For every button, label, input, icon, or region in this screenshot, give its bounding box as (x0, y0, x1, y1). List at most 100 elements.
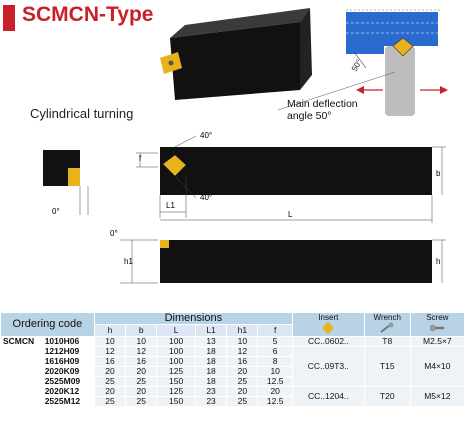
table-row: 2525M09 25 25 150 18 25 12.5 (0, 376, 465, 387)
header-ordering-code: Ordering code (0, 312, 95, 337)
cell-h: 25 (93, 376, 127, 387)
cell-screw: M5×12 (409, 386, 465, 407)
cell-f: 12.5 (257, 396, 293, 407)
cell-h1: 25 (226, 396, 259, 407)
code-cell: 1616H09 (41, 356, 95, 367)
cell-L: 100 (156, 356, 196, 367)
col-h1: h1 (226, 324, 259, 337)
header-dimensions: Dimensions (93, 312, 293, 325)
cell-h: 20 (93, 386, 127, 397)
svg-text:h1: h1 (124, 257, 133, 266)
cell-f: 12.5 (257, 376, 293, 387)
holder-side-view: h1 0° h (110, 229, 446, 284)
table-row: 1616H09 16 16 100 18 16 8 (0, 356, 465, 367)
cell-insert: CC..09T3.. (291, 346, 365, 387)
cell-wrench: T15 (363, 346, 411, 387)
table-row: 2525M12 25 25 150 23 25 12.5 (0, 396, 465, 407)
workpiece (346, 12, 438, 46)
header-wrench: Wrench (363, 312, 411, 337)
cell-L1: 18 (194, 376, 228, 387)
code-cell: 1010H06 (41, 336, 95, 347)
svg-text:L: L (288, 210, 293, 219)
cell-f: 6 (257, 346, 293, 357)
table-row: 2020K09 20 20 125 18 20 10 (0, 366, 465, 377)
cell-h1: 16 (226, 356, 259, 367)
cell-L: 125 (156, 386, 196, 397)
svg-text:0°: 0° (110, 229, 118, 238)
cell-insert: CC..0602.. (291, 336, 365, 347)
svg-text:40°: 40° (200, 193, 212, 202)
code-prefix: SCMCN (0, 336, 43, 347)
cell-L: 125 (156, 366, 196, 377)
code-cell: 1212H09 (41, 346, 95, 357)
code-cell: 2525M12 (41, 396, 95, 407)
table-row: 2020K12 20 20 125 23 20 20 CC..1204.. T2… (0, 386, 465, 407)
page-title: SCMCN-Type (22, 3, 154, 26)
col-f: f (257, 324, 293, 337)
svg-text:50°: 50° (350, 58, 364, 73)
cell-L: 150 (156, 396, 196, 407)
screw-label: Screw (426, 313, 449, 322)
cell-f: 20 (257, 386, 293, 397)
cell-b: 16 (125, 356, 158, 367)
code-cell: 2020K12 (41, 386, 95, 397)
svg-text:f: f (139, 154, 142, 163)
cell-h: 20 (93, 366, 127, 377)
holder-3d-view (160, 8, 312, 100)
cell-f: 10 (257, 366, 293, 377)
cell-h1: 20 (226, 386, 259, 397)
insert-label: Insert (318, 313, 339, 322)
deflection-line-1: Main deflection (287, 98, 358, 110)
col-L: L (156, 324, 196, 337)
table-row: SCMCN 1010H06 10 10 100 13 10 5 CC..0602… (0, 336, 465, 347)
cell-L: 100 (156, 346, 196, 357)
cell-b: 12 (125, 346, 158, 357)
col-h: h (93, 324, 127, 337)
svg-text:40°: 40° (200, 131, 212, 140)
title-accent-bar (3, 5, 15, 31)
cell-f: 5 (257, 336, 293, 347)
cell-L1: 23 (194, 386, 228, 397)
cell-L1: 13 (194, 336, 228, 347)
cell-b: 10 (125, 336, 158, 347)
workpiece-diagram: 50° (277, 9, 448, 116)
col-L1: L1 (194, 324, 228, 337)
cell-L1: 18 (194, 346, 228, 357)
cell-wrench: T20 (363, 386, 411, 407)
svg-text:0°: 0° (52, 207, 60, 216)
subtitle: Cylindrical turning (30, 106, 134, 121)
wrench-icon (380, 322, 394, 333)
cell-screw: M2.5×7 (409, 336, 465, 347)
svg-text:b: b (436, 169, 441, 178)
header-insert: Insert (291, 312, 365, 337)
code-cell: 2525M09 (41, 376, 95, 387)
cell-h1: 10 (226, 336, 259, 347)
cell-b: 20 (125, 366, 158, 377)
cell-L1: 18 (194, 356, 228, 367)
cell-h: 10 (93, 336, 127, 347)
cell-b: 20 (125, 386, 158, 397)
cell-h: 12 (93, 346, 127, 357)
wrench-label: Wrench (373, 313, 401, 322)
cell-L1: 23 (194, 396, 228, 407)
cell-wrench: T8 (363, 336, 411, 347)
cell-h: 25 (93, 396, 127, 407)
cell-insert: CC..1204.. (291, 386, 365, 407)
cell-h1: 12 (226, 346, 259, 357)
deflection-line-2: angle 50° (287, 110, 332, 122)
screw-icon (430, 325, 445, 331)
end-view: 0° (43, 150, 89, 216)
cell-f: 8 (257, 356, 293, 367)
cell-screw: M4×10 (409, 346, 465, 387)
insert-icon (322, 322, 335, 334)
cell-L: 100 (156, 336, 196, 347)
svg-text:h: h (436, 257, 440, 266)
cell-h: 16 (93, 356, 127, 367)
tool-drawings: 50° 0° 40° 40° f L1 L b (43, 8, 448, 284)
cell-h1: 25 (226, 376, 259, 387)
svg-text:L1: L1 (166, 201, 175, 210)
holder-top-view: 40° 40° f L1 L b (136, 131, 446, 223)
cell-b: 25 (125, 396, 158, 407)
col-b: b (125, 324, 158, 337)
spec-table: Ordering code Dimensions Insert Wrench S… (0, 312, 465, 407)
